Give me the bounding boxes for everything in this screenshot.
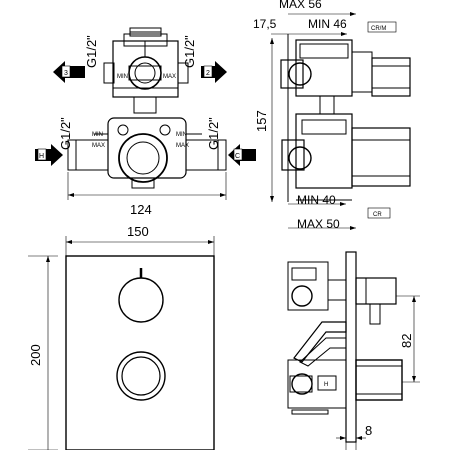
min-tag-left: MIN	[92, 132, 103, 138]
outlet-arrow-right: 2	[201, 61, 227, 83]
trim-front-view: 150 200	[28, 224, 215, 450]
thickness-8: 8	[365, 423, 372, 438]
model-cr: CR	[373, 212, 382, 218]
max-50: MAX 50	[297, 217, 340, 231]
valve-plan-view: MIN MAX MIN MAX MIN MAX G1/2" G1/2" G1/2…	[35, 27, 256, 217]
max-tag-right: MAX	[176, 143, 189, 149]
hot-mark: H	[324, 382, 328, 388]
svg-text:2: 2	[206, 70, 210, 77]
inlet-arrow-hot: H	[35, 144, 63, 166]
thread-top-right: G1/2"	[182, 35, 197, 68]
svg-text:3: 3	[64, 70, 68, 77]
max-56: MAX 56	[279, 0, 322, 11]
min-46: MIN 46	[308, 17, 347, 31]
thread-bottom-right: G1/2"	[206, 117, 221, 150]
width-124: 124	[130, 202, 152, 217]
trim-side-view: H 82 8	[287, 251, 420, 450]
height-200: 200	[28, 344, 43, 366]
width-150: 150	[127, 224, 149, 239]
model-cr-m: CR/M	[371, 26, 386, 32]
valve-side-view: MAX 56 17,5 MIN 46 CR/M 157	[253, 0, 411, 231]
thread-bottom-left: G1/2"	[58, 117, 73, 150]
min-40: MIN 40	[297, 193, 336, 207]
outlet-arrow-left: 3	[53, 61, 85, 83]
thread-top-left: G1/2"	[84, 35, 99, 68]
height-157: 157	[254, 110, 269, 132]
svg-text:MIN: MIN	[117, 74, 128, 80]
spacing-82: 82	[399, 334, 414, 348]
min-tag-right: MIN	[176, 132, 187, 138]
svg-text:MAX: MAX	[163, 74, 176, 80]
svg-text:H: H	[39, 153, 44, 160]
svg-text:C: C	[235, 153, 240, 160]
max-tag-left: MAX	[92, 143, 105, 149]
offset-17-5: 17,5	[253, 17, 277, 31]
inlet-arrow-cold: C	[228, 144, 256, 166]
